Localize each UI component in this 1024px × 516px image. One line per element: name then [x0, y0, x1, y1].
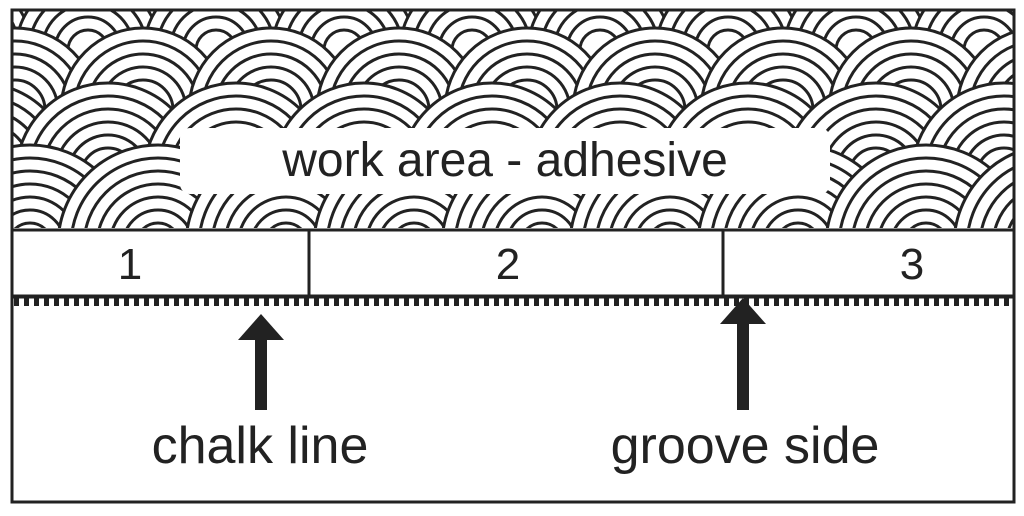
- board-number-2: 2: [495, 240, 521, 289]
- board-row: [10, 228, 1016, 298]
- board-number-3: 3: [899, 240, 925, 289]
- groove-side-label: groove side: [610, 417, 880, 475]
- chalk-line-label: chalk line: [151, 417, 369, 475]
- groove-side-arrow: [720, 298, 766, 410]
- work-area-label: work area - adhesive: [180, 128, 830, 194]
- chalk-line-arrow: [238, 314, 284, 410]
- chalk-line-ticks: [14, 297, 1009, 306]
- board-number-1: 1: [117, 240, 143, 289]
